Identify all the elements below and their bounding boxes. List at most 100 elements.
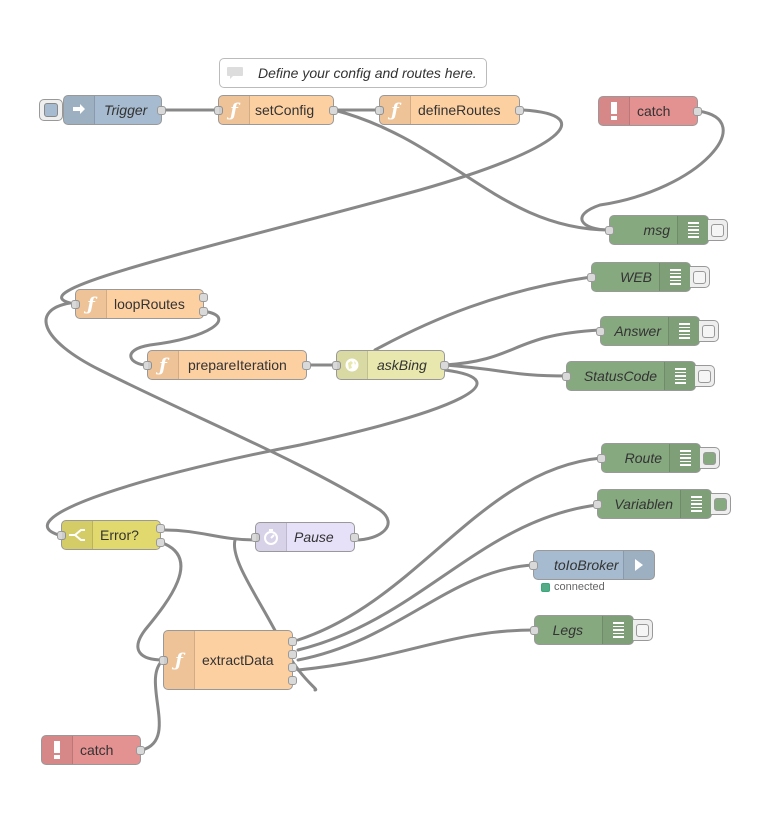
setconfig-node[interactable]: ƒ setConfig xyxy=(214,95,338,125)
trigger-inject-button[interactable] xyxy=(39,99,63,121)
input-port[interactable] xyxy=(593,500,602,509)
input-port[interactable] xyxy=(530,626,539,635)
debug-icon xyxy=(669,444,700,472)
output-arrow-icon xyxy=(623,551,654,579)
trigger-node[interactable]: Trigger xyxy=(39,95,166,125)
trigger-label: Trigger xyxy=(104,102,148,118)
statuscode-debug-node[interactable]: StatusCode xyxy=(562,361,715,391)
askbing-node[interactable]: askBing xyxy=(332,350,449,380)
input-port[interactable] xyxy=(251,533,260,542)
wire xyxy=(163,528,257,542)
statuscode-label: StatusCode xyxy=(583,368,657,384)
debug-toggle-button[interactable] xyxy=(708,219,728,241)
input-port[interactable] xyxy=(597,454,606,463)
msg-debug-node[interactable]: msg xyxy=(605,215,728,245)
debug-icon xyxy=(664,362,695,390)
output-port[interactable] xyxy=(302,361,311,370)
debug-icon xyxy=(677,216,708,244)
wire xyxy=(580,109,725,232)
error-label: Error? xyxy=(100,527,139,543)
function-icon: ƒ xyxy=(148,351,179,379)
route-debug-node[interactable]: Route xyxy=(597,443,720,473)
looproutes-label: loopRoutes xyxy=(114,296,185,312)
status-text: connected xyxy=(554,581,605,593)
prepareiteration-label: prepareIteration xyxy=(188,357,287,373)
catch-node-top[interactable]: catch xyxy=(598,96,702,126)
output-port[interactable] xyxy=(693,107,702,116)
input-port[interactable] xyxy=(587,273,596,282)
status-dot xyxy=(541,582,550,592)
legs-label: Legs xyxy=(552,622,583,638)
catch-label: catch xyxy=(80,742,114,758)
function-icon: ƒ xyxy=(164,631,195,689)
config-comment[interactable]: Define your config and routes here. xyxy=(219,58,487,88)
variablen-debug-node[interactable]: Variablen xyxy=(593,489,731,519)
alert-icon xyxy=(599,97,630,125)
wire xyxy=(136,542,183,662)
catch-label: catch xyxy=(637,103,671,119)
input-port[interactable] xyxy=(596,327,605,336)
input-port[interactable] xyxy=(605,226,614,235)
wire xyxy=(296,628,536,672)
extractdata-label: extractData xyxy=(202,652,274,668)
input-port[interactable] xyxy=(57,531,66,540)
setconfig-label: setConfig xyxy=(255,102,315,118)
debug-toggle-button[interactable] xyxy=(633,619,653,641)
pause-label: Pause xyxy=(294,529,334,545)
function-icon: ƒ xyxy=(76,290,107,318)
toiobroker-node[interactable]: toIoBroker xyxy=(529,550,655,580)
debug-toggle-button[interactable] xyxy=(690,266,710,288)
output-port-1[interactable] xyxy=(156,524,165,533)
debug-toggle-button[interactable] xyxy=(700,447,720,469)
output-port-1[interactable] xyxy=(288,637,297,646)
output-port-1[interactable] xyxy=(199,293,208,302)
debug-toggle-button[interactable] xyxy=(711,493,731,515)
debug-icon xyxy=(659,263,690,291)
output-port[interactable] xyxy=(515,106,524,115)
answer-debug-node[interactable]: Answer xyxy=(596,316,719,346)
output-port[interactable] xyxy=(136,746,145,755)
input-port[interactable] xyxy=(332,361,341,370)
input-port[interactable] xyxy=(71,300,80,309)
output-port[interactable] xyxy=(329,106,338,115)
input-port[interactable] xyxy=(529,561,538,570)
legs-debug-node[interactable]: Legs xyxy=(530,615,653,645)
output-port-4[interactable] xyxy=(288,676,297,685)
route-label: Route xyxy=(624,450,662,466)
output-port[interactable] xyxy=(440,361,449,370)
prepareiteration-node[interactable]: ƒ prepareIteration xyxy=(143,350,311,380)
error-switch-node[interactable]: Error? xyxy=(57,520,165,550)
input-port[interactable] xyxy=(214,106,223,115)
toiobroker-status: connected xyxy=(541,581,605,593)
pause-delay-node[interactable]: Pause xyxy=(251,522,359,552)
output-port-2[interactable] xyxy=(156,538,165,547)
debug-toggle-button[interactable] xyxy=(699,320,719,342)
input-port[interactable] xyxy=(375,106,384,115)
debug-toggle-button[interactable] xyxy=(695,365,715,387)
input-port[interactable] xyxy=(562,372,571,381)
looproutes-node[interactable]: ƒ loopRoutes xyxy=(71,289,208,319)
wire xyxy=(443,363,569,378)
wire xyxy=(296,563,535,662)
output-port[interactable] xyxy=(350,533,359,542)
defineroutes-node[interactable]: ƒ defineRoutes xyxy=(375,95,524,125)
web-debug-node[interactable]: WEB xyxy=(587,262,710,292)
output-port-3[interactable] xyxy=(288,663,297,672)
wire xyxy=(373,275,593,352)
output-port[interactable] xyxy=(157,106,166,115)
askbing-label: askBing xyxy=(377,357,427,373)
variablen-label: Variablen xyxy=(614,496,673,512)
msg-label: msg xyxy=(643,222,670,238)
extractdata-node[interactable]: ƒ extractData xyxy=(159,630,297,690)
output-port-2[interactable] xyxy=(288,650,297,659)
timer-icon xyxy=(256,523,287,551)
input-port[interactable] xyxy=(143,361,152,370)
comment-icon xyxy=(220,59,250,87)
function-icon: ƒ xyxy=(219,96,250,124)
catch-node-bottom[interactable]: catch xyxy=(41,735,145,765)
output-port-2[interactable] xyxy=(199,307,208,316)
input-port[interactable] xyxy=(159,656,168,665)
globe-icon xyxy=(337,351,368,379)
